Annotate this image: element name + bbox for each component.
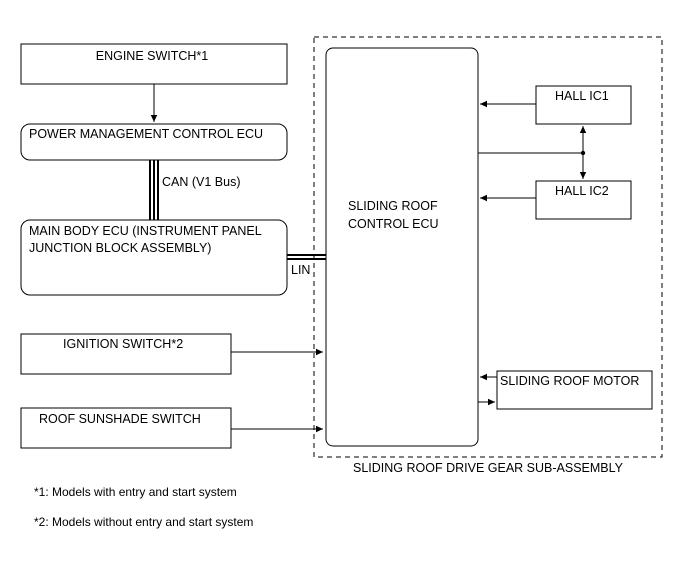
engine-switch-label: ENGINE SWITCH*1 [96,49,209,63]
power-management-ecu-block: POWER MANAGEMENT CONTROL ECU [20,123,288,161]
engine-switch-block: ENGINE SWITCH*1 [20,43,288,85]
hall-ic1-block: HALL IC1 [535,85,632,125]
sub-assembly-boundary [313,36,663,458]
hall-ic2-label: HALL IC2 [555,184,609,198]
sliding-roof-ecu-label-line1: SLIDING ROOF [348,199,438,213]
sliding-roof-motor-block: SLIDING ROOF MOTOR [496,370,653,410]
main-body-ecu-block: MAIN BODY ECU (INSTRUMENT PANEL JUNCTION… [20,219,288,296]
hall-ic1-label: HALL IC1 [555,89,609,103]
hall-ic2-block: HALL IC2 [535,180,632,220]
lin-bus-line [287,254,326,260]
roof-sunshade-switch-block: ROOF SUNSHADE SWITCH [20,407,232,449]
sliding-roof-motor-label: SLIDING ROOF MOTOR [500,374,639,388]
main-body-ecu-label-line2: JUNCTION BLOCK ASSEMBLY) [29,241,211,255]
footnote-1: *1: Models with entry and start system [34,485,237,499]
roof-sunshade-switch-label: ROOF SUNSHADE SWITCH [39,412,201,426]
sub-assembly-label: SLIDING ROOF DRIVE GEAR SUB-ASSEMBLY [353,461,624,475]
can-bus-line [149,160,159,220]
sliding-roof-ecu-label-line2: CONTROL ECU [348,217,439,231]
footnote-2: *2: Models without entry and start syste… [34,515,254,529]
ignition-switch-label: IGNITION SWITCH*2 [63,337,183,351]
hall-ic-junction-dot [580,150,586,156]
ignition-switch-block: IGNITION SWITCH*2 [20,333,232,375]
sliding-roof-ecu-block: SLIDING ROOF CONTROL ECU [325,47,479,447]
can-bus-label: CAN (V1 Bus) [162,175,241,189]
main-body-ecu-label-line1: MAIN BODY ECU (INSTRUMENT PANEL [29,224,262,238]
lin-bus-label: LIN [291,263,310,277]
power-management-ecu-label: POWER MANAGEMENT CONTROL ECU [29,127,263,141]
